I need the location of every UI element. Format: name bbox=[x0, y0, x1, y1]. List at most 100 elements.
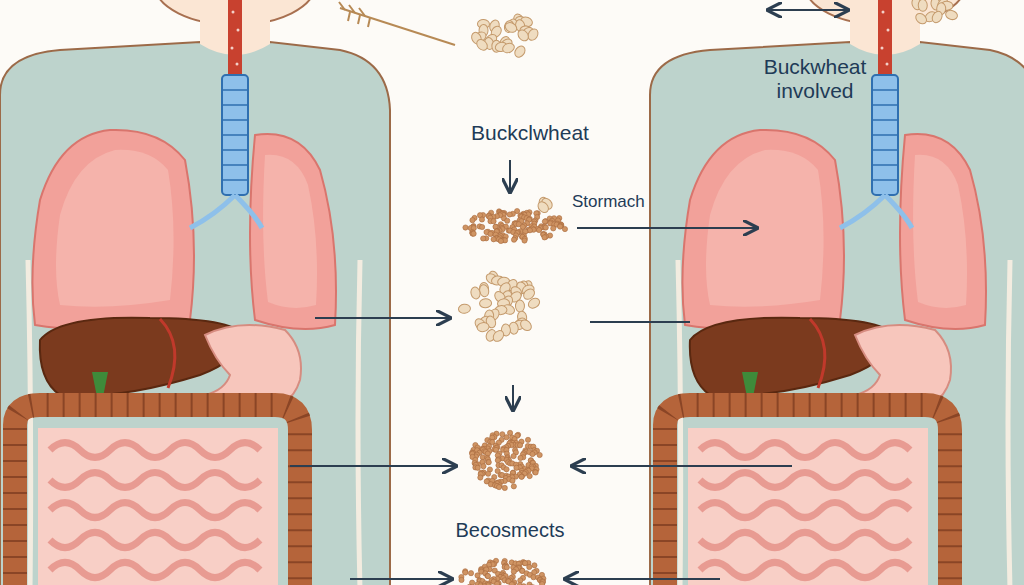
right-body-figure bbox=[650, 0, 1024, 585]
buckwheat-pile bbox=[470, 12, 540, 59]
buckwheat-groat bbox=[458, 304, 471, 314]
buckwheat-piles bbox=[458, 0, 959, 585]
buckwheat-seed bbox=[488, 231, 493, 236]
buckwheat-seed bbox=[532, 563, 537, 568]
buckwheat-seed bbox=[522, 238, 527, 243]
buckwheat-seed bbox=[517, 583, 522, 585]
buckwheat-seed bbox=[470, 231, 475, 236]
buckwheat-seed bbox=[486, 460, 491, 465]
arrow bbox=[565, 578, 720, 580]
buckwheat-seed bbox=[515, 432, 520, 437]
buckwheat-seed bbox=[504, 467, 509, 472]
buckwheat-seed bbox=[517, 443, 522, 448]
buckwheat-groat bbox=[479, 298, 492, 308]
buckwheat-groat bbox=[470, 286, 482, 300]
buckwheat-seed bbox=[522, 561, 527, 566]
buckwheat-seed bbox=[539, 581, 544, 585]
buckwheat-seed bbox=[511, 569, 516, 574]
buckwheat-seed bbox=[467, 584, 472, 585]
buckwheat-groat bbox=[918, 0, 927, 12]
buckwheat-seed bbox=[536, 227, 541, 232]
buckwheat-seed bbox=[486, 471, 491, 476]
buckwheat-seed bbox=[505, 218, 510, 223]
buckwheat-seed bbox=[504, 435, 509, 440]
buckwheat-groat bbox=[491, 328, 506, 343]
buckwheat-seed bbox=[478, 475, 483, 480]
buckwheat-pile bbox=[458, 270, 541, 343]
buckwheat-pile bbox=[536, 196, 554, 214]
buckwheat-seed bbox=[543, 225, 548, 230]
buckwheat-seed bbox=[481, 464, 486, 469]
buckwheat-seed bbox=[527, 582, 532, 585]
buckwheat-groat bbox=[516, 28, 531, 43]
buckwheat-seed bbox=[470, 218, 475, 223]
arrow bbox=[315, 317, 450, 319]
arrow bbox=[512, 385, 514, 410]
buckwheat-groat bbox=[527, 296, 542, 310]
buckwheat-groat bbox=[930, 10, 944, 25]
buckwheat-seed bbox=[551, 226, 556, 231]
buckwheat-seed bbox=[463, 225, 468, 230]
buckwheat-seed bbox=[459, 577, 464, 582]
buckwheat-seed bbox=[507, 212, 512, 217]
buckwheat-seed bbox=[532, 469, 537, 474]
arrow bbox=[572, 465, 792, 467]
wheat-stalk bbox=[339, 2, 455, 45]
buckwheat-seed bbox=[480, 224, 485, 229]
buckwheat-seed bbox=[558, 223, 563, 228]
text-label: Becosmects bbox=[456, 518, 565, 542]
buckwheat-seed bbox=[495, 581, 500, 585]
buckwheat-seed bbox=[514, 465, 519, 470]
buckwheat-pile bbox=[463, 208, 568, 243]
buckwheat-pile bbox=[459, 558, 546, 585]
arrow bbox=[350, 578, 452, 580]
buckwheat-seed bbox=[527, 473, 532, 478]
buckwheat-seed bbox=[562, 226, 567, 231]
buckwheat-seed bbox=[511, 484, 516, 489]
buckwheat-groat bbox=[945, 9, 959, 21]
buckwheat-seed bbox=[518, 455, 523, 460]
buckwheat-groat bbox=[513, 44, 527, 59]
buckwheat-seed bbox=[518, 578, 523, 583]
left-body-figure bbox=[0, 0, 390, 585]
buckwheat-seed bbox=[530, 451, 535, 456]
buckwheat-seed bbox=[485, 583, 490, 585]
buckwheat-seed bbox=[542, 235, 547, 240]
buckwheat-pile bbox=[910, 0, 958, 26]
buckwheat-groat bbox=[504, 21, 519, 35]
buckwheat-seed bbox=[498, 238, 503, 243]
buckwheat-seed bbox=[519, 474, 524, 479]
arrows bbox=[290, 10, 848, 579]
buckwheat-seed bbox=[509, 582, 514, 585]
buckwheat-seed bbox=[519, 474, 524, 479]
buckwheat-seed bbox=[478, 583, 483, 585]
buckwheat-seed bbox=[491, 219, 496, 224]
buckwheat-seed bbox=[491, 237, 496, 242]
buckwheat-groat bbox=[476, 322, 489, 333]
arrow bbox=[768, 9, 848, 11]
arrow bbox=[290, 465, 456, 467]
buckwheat-seed bbox=[481, 236, 486, 241]
buckwheat-seed bbox=[482, 584, 487, 585]
buckwheat-groat bbox=[501, 42, 516, 55]
buckwheat-seed bbox=[485, 573, 490, 578]
buckwheat-seed bbox=[475, 465, 480, 470]
buckwheat-seed bbox=[542, 219, 547, 224]
buckwheat-seed bbox=[529, 584, 534, 585]
buckwheat-groat bbox=[475, 37, 490, 52]
buckwheat-groat bbox=[515, 300, 524, 312]
buckwheat-seed bbox=[485, 573, 490, 578]
buckwheat-groat bbox=[518, 318, 533, 333]
arrow bbox=[509, 160, 511, 192]
buckwheat-pile bbox=[470, 430, 543, 490]
buckwheat-seed bbox=[479, 217, 484, 222]
buckwheat-seed bbox=[496, 457, 501, 462]
buckwheat-seed bbox=[468, 571, 473, 576]
buckwheat-seed bbox=[510, 478, 515, 483]
buckwheat-seed bbox=[557, 224, 562, 229]
buckwheat-seed bbox=[471, 231, 476, 236]
buckwheat-groat bbox=[914, 11, 929, 26]
buckwheat-seed bbox=[504, 565, 509, 570]
